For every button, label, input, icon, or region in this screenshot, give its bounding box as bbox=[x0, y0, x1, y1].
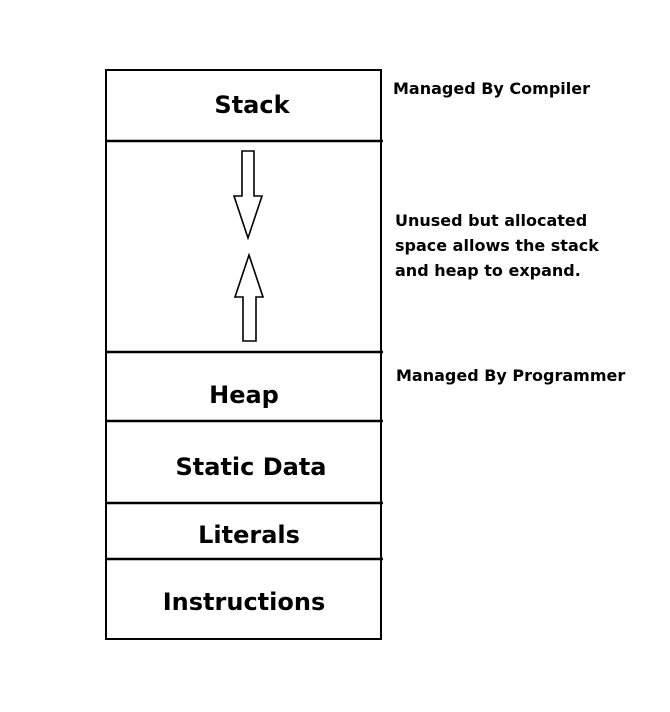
static-data-label: Static Data bbox=[175, 453, 326, 481]
unused-space-note-line: space allows the stack bbox=[395, 236, 599, 255]
stack-growth-down-arrow-icon bbox=[232, 150, 264, 241]
stack-label: Stack bbox=[214, 91, 290, 119]
literals-label: Literals bbox=[198, 521, 300, 549]
heap-growth-up-arrow-icon bbox=[233, 252, 265, 342]
instructions-label: Instructions bbox=[163, 588, 325, 616]
heap-label: Heap bbox=[209, 381, 279, 409]
unused-space-note: Unused but allocated space allows the st… bbox=[395, 208, 655, 283]
programmer-note: Managed By Programmer bbox=[396, 366, 626, 385]
unused-space-note-line: Unused but allocated bbox=[395, 211, 588, 230]
unused-space-note-line: and heap to expand. bbox=[395, 261, 581, 280]
compiler-note: Managed By Compiler bbox=[393, 79, 590, 98]
